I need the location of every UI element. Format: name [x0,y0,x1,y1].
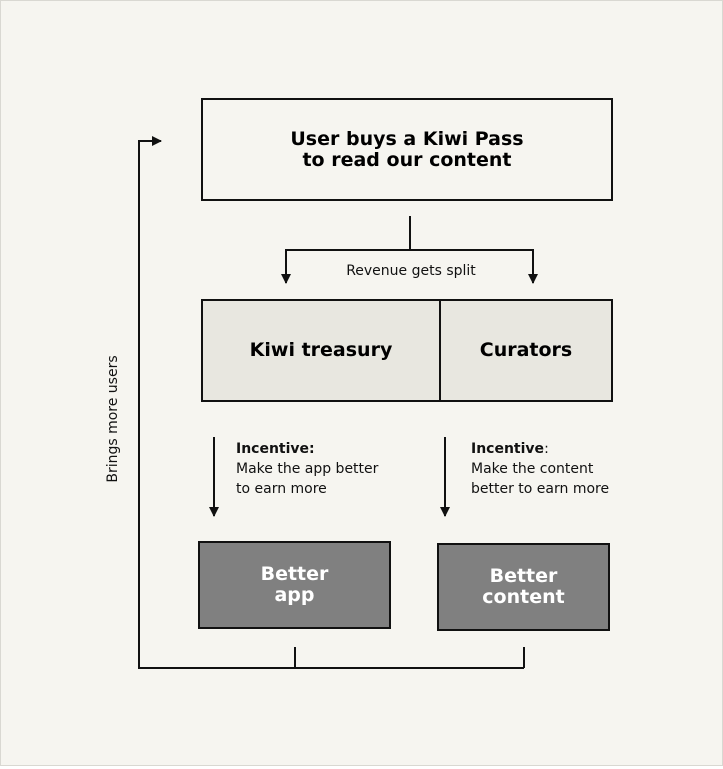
incentive-heading: Incentive [471,441,545,457]
incentive-text: Make the content better to earn more [471,461,610,497]
kiwi-pass-box: User buys a Kiwi Pass to read our conten… [201,98,613,201]
incentive-colon: : [544,441,549,457]
better-content-box: Better content [437,543,610,631]
curators-cell: Curators [441,301,611,400]
kiwi-treasury-label: Kiwi treasury [249,339,393,362]
feedback-loop-line [138,136,524,669]
revenue-split-label: Revenue gets split [346,263,476,279]
incentive-note-content: Incentive: Make the content better to ea… [471,439,609,499]
incentive-text: Make the app better to earn more [236,461,379,497]
kiwi-treasury-cell: Kiwi treasury [203,301,441,400]
incentive-note-app: Incentive: Make the app better to earn m… [236,439,378,499]
revenue-split-box: Kiwi treasury Curators [201,299,613,402]
curators-label: Curators [479,339,573,362]
brings-more-users-label: Brings more users [105,355,121,483]
incentive-heading: Incentive: [236,441,315,457]
better-app-box: Better app [198,541,391,629]
